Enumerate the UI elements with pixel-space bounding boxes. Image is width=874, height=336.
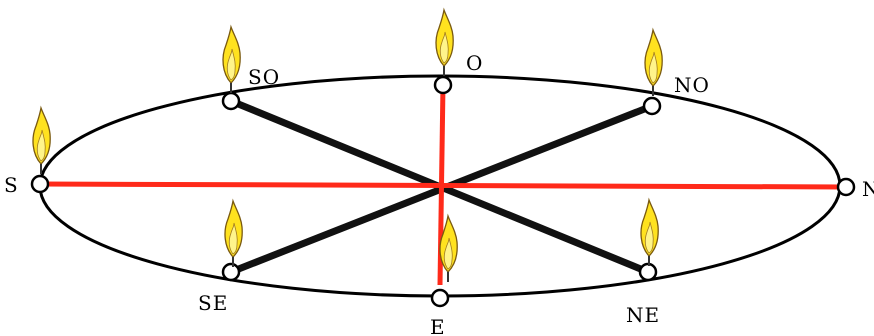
candle-flame-icon <box>224 200 244 268</box>
label-o: O <box>466 51 483 75</box>
label-e: E <box>430 315 446 336</box>
label-n: N <box>862 177 874 201</box>
node-n <box>836 177 856 197</box>
node-e <box>430 288 450 308</box>
label-ne: NE <box>626 303 660 327</box>
label-s: S <box>4 173 19 197</box>
label-so: SO <box>248 65 280 89</box>
candle-flame-icon <box>222 26 242 94</box>
candle-flame-icon <box>435 9 455 77</box>
node-so <box>221 91 241 111</box>
node-se <box>221 262 241 282</box>
node-no <box>642 96 662 116</box>
node-ne <box>638 262 658 282</box>
candle-flame-icon <box>644 29 664 97</box>
candle-flame-icon <box>640 199 660 267</box>
node-o <box>433 75 453 95</box>
node-s <box>30 174 50 194</box>
label-no: NO <box>674 73 710 97</box>
label-se: SE <box>198 291 228 315</box>
